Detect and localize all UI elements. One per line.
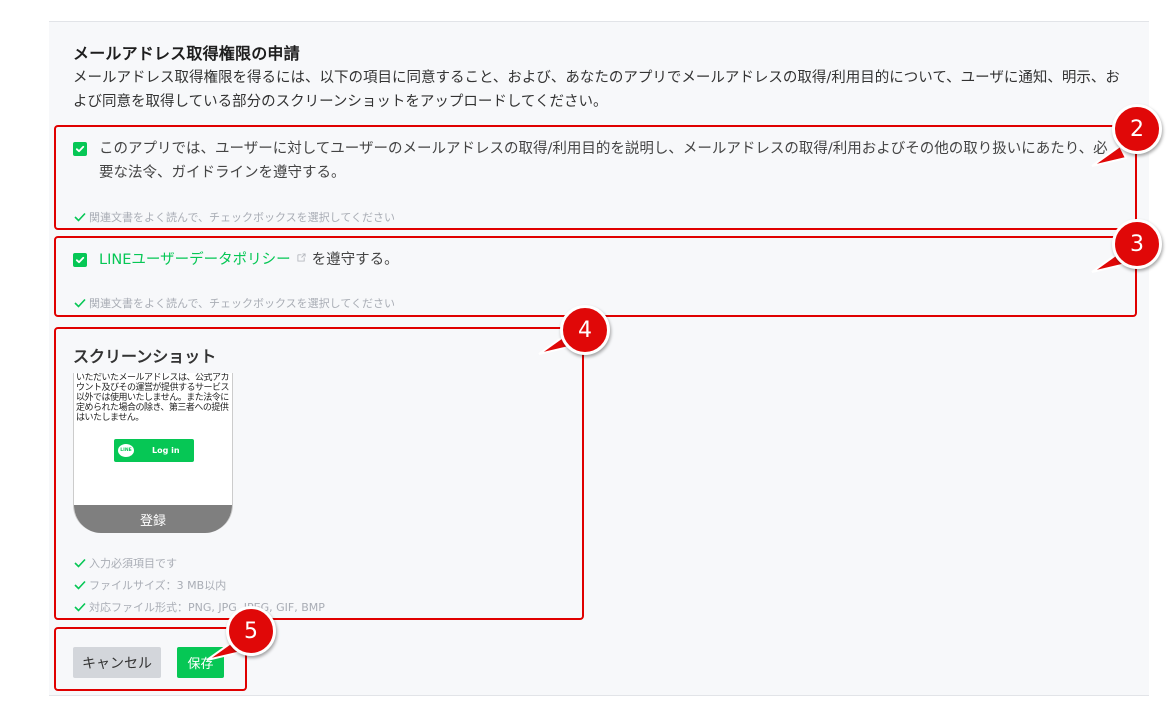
agreement-1-text: このアプリでは、ユーザーに対してユーザーのメールアドレスの取得/利用目的を説明し… — [99, 141, 1108, 181]
rule-text: 入力必須項目です — [89, 557, 177, 570]
callout-tail-2 — [1091, 144, 1128, 167]
hint-text: 関連文書をよく読んで、チェックボックスを選択してください — [89, 297, 396, 310]
check-icon — [74, 298, 86, 308]
agreement-2-hint: 関連文書をよく読んで、チェックボックスを選択してください — [74, 295, 395, 311]
screenshot-title: スクリーンショット — [73, 347, 217, 366]
annotation-badge-2: 2 — [1112, 104, 1162, 154]
check-icon — [74, 558, 86, 568]
annotation-badge-3: 3 — [1112, 219, 1162, 269]
agreement-1-hint: 関連文書をよく読んで、チェックボックスを選択してください — [74, 209, 395, 225]
rule-file-format: 対応ファイル形式：PNG, JPG, JPEG, GIF, BMP — [74, 599, 325, 615]
check-icon — [74, 602, 86, 612]
screenshot-upload-preview[interactable]: いただいたメールアドレスは、公式アカウント及びその運営が提供するサービス以外では… — [73, 373, 233, 533]
annotation-badge-5: 5 — [226, 606, 276, 656]
rule-required: 入力必須項目です — [74, 555, 177, 571]
section-title: メールアドレス取得権限の申請 — [73, 44, 300, 63]
rule-text: 対応ファイル形式：PNG, JPG, JPEG, GIF, BMP — [89, 601, 325, 614]
preview-login-label: Log in — [152, 446, 180, 455]
line-logo-icon: LINE — [118, 444, 134, 457]
check-icon — [74, 212, 86, 222]
agreement-1: このアプリでは、ユーザーに対してユーザーのメールアドレスの取得/利用目的を説明し… — [73, 137, 1119, 185]
checkmark-icon — [75, 256, 85, 264]
annotation-badge-4: 4 — [560, 305, 610, 355]
agreement-1-checkbox[interactable] — [73, 142, 87, 156]
agreement-2-suffix: を遵守する。 — [311, 252, 399, 268]
external-link-icon — [297, 253, 306, 262]
section-description: メールアドレス取得権限を得るには、以下の項目に同意すること、および、あなたのアプ… — [73, 70, 1120, 110]
rule-text: ファイルサイズ：3 MB以内 — [89, 579, 227, 592]
agreement-2: LINEユーザーデータポリシー を遵守する。 — [73, 248, 399, 272]
hint-text: 関連文書をよく読んで、チェックボックスを選択してください — [89, 211, 396, 224]
save-button[interactable]: 保存 — [177, 647, 224, 678]
cancel-button[interactable]: キャンセル — [73, 647, 161, 678]
agreement-2-checkbox[interactable] — [73, 253, 87, 267]
register-upload-bar[interactable]: 登録 — [74, 505, 232, 533]
rule-file-size: ファイルサイズ：3 MB以内 — [74, 577, 226, 593]
checkmark-icon — [75, 145, 85, 153]
preview-line-login-button: LINE Log in — [114, 439, 194, 462]
check-icon — [74, 580, 86, 590]
preview-text: いただいたメールアドレスは、公式アカウント及びその運営が提供するサービス以外では… — [76, 373, 230, 423]
line-user-data-policy-link[interactable]: LINEユーザーデータポリシー — [99, 252, 291, 268]
email-permission-panel — [49, 21, 1149, 696]
